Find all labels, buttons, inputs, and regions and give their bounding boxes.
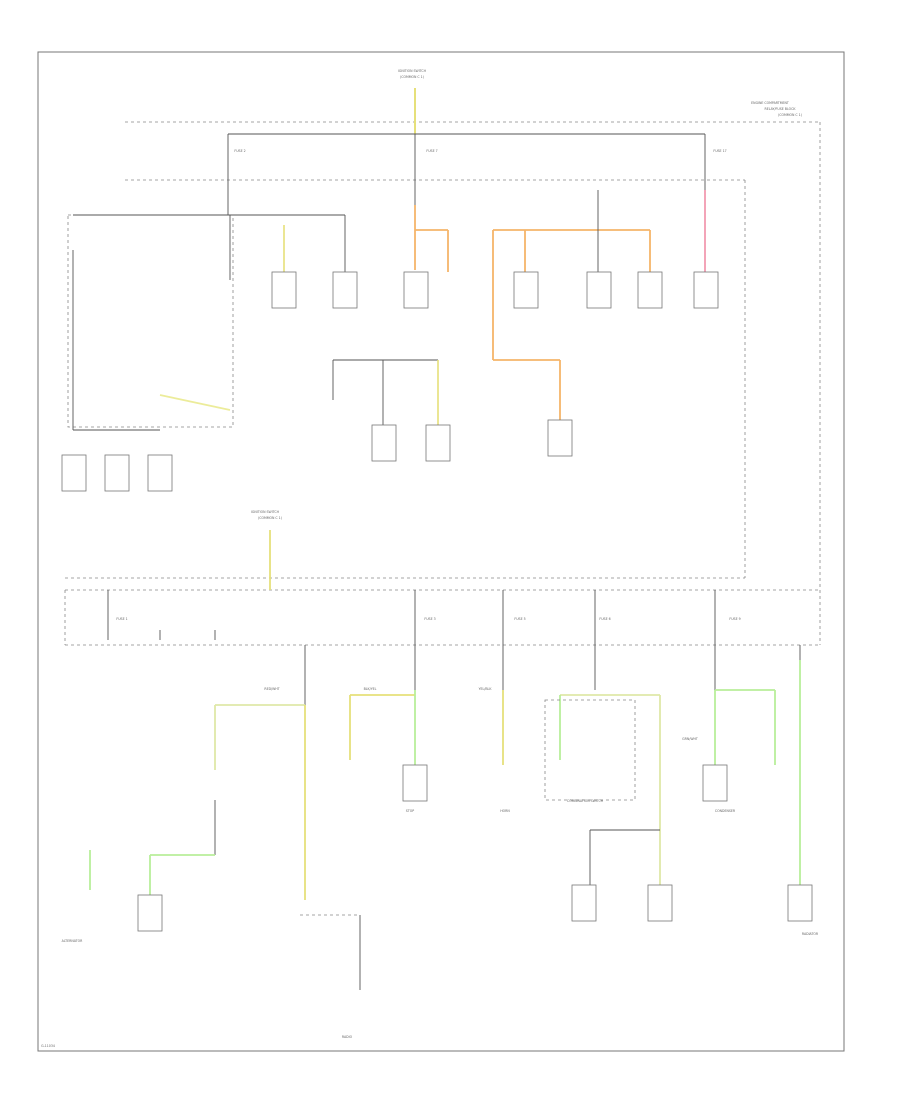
outer-frame bbox=[37, 51, 845, 1052]
label-fuse-top-mid: FUSE 7 bbox=[426, 149, 437, 153]
label-ignition-switch: IGNITION SWITCH bbox=[398, 69, 427, 73]
label-wire-grn-wht: GRN/WHT bbox=[682, 737, 698, 741]
label-ignition-switch-2: IGNITION SWITCH bbox=[251, 510, 280, 514]
label-right-label-1: ENGINE COMPARTMENT bbox=[751, 101, 789, 105]
label-cap-combo-switch: COMBINATION SWITCH bbox=[567, 799, 604, 803]
label-cap-alternator: ALTERNATOR bbox=[62, 939, 83, 943]
label-fuse-bus-2: FUSE 3 bbox=[424, 617, 435, 621]
label-cap-stop: STOP bbox=[406, 809, 414, 813]
lower-wires bbox=[89, 660, 801, 990]
lower-components bbox=[137, 699, 813, 932]
label-fuse-bus-4: FUSE 6 bbox=[599, 617, 610, 621]
label-wire-red-wht: RED/WHT bbox=[264, 687, 279, 691]
diagram-labels: IGNITION SWITCH (COMMON C 1) ENGINE COMPAR… bbox=[41, 69, 819, 1048]
label-wire-yel-blk: YEL/BLK bbox=[479, 687, 493, 691]
label-right-label-3: (COMMON C 1) bbox=[778, 113, 802, 117]
upper-components bbox=[61, 271, 719, 492]
label-ignition-switch-sub: (COMMON C 1) bbox=[400, 75, 424, 79]
label-cap-condenser: CONDENSER bbox=[715, 809, 736, 813]
label-right-label-2: RELAY/FUSE BLOCK bbox=[765, 107, 797, 111]
label-corner-code: G-11034 bbox=[41, 1044, 55, 1048]
yellow-relay-wire bbox=[159, 394, 231, 411]
label-wire-blk-yel: BLK/YEL bbox=[364, 687, 377, 691]
label-fuse-top-left: FUSE 2 bbox=[234, 149, 245, 153]
label-fuse-bus-3: FUSE 5 bbox=[514, 617, 525, 621]
left-relay-block bbox=[67, 214, 234, 428]
label-fuse-top-right: FUSE 17 bbox=[713, 149, 726, 153]
label-cap-radiator: RADIATOR bbox=[802, 932, 819, 936]
label-cap-horn: HORN bbox=[500, 809, 510, 813]
label-fuse-bus-1: FUSE 1 bbox=[116, 617, 127, 621]
label-fuse-bus-5: FUSE 9 bbox=[729, 617, 740, 621]
label-ignition-switch-2-sub: (COMMON C 1) bbox=[258, 516, 282, 520]
lower-fuse-drops bbox=[107, 590, 801, 900]
upper-loads bbox=[229, 190, 706, 425]
label-cap-radio: RADIO bbox=[342, 1035, 353, 1039]
